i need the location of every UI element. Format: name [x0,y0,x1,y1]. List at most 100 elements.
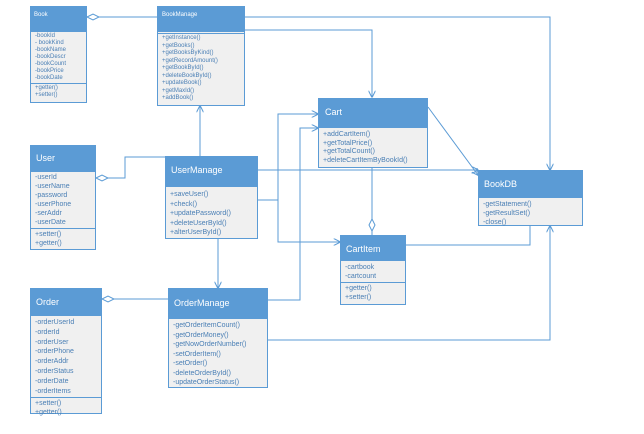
class-order-name: Order [36,297,60,307]
class-order-header: Order [31,289,101,316]
attribute: -orderDate [35,377,69,385]
user-usermanage-aggregation [96,156,165,179]
class-bookdb-header: BookDB [479,171,582,197]
composition-diamond [368,217,376,233]
class-bookmanage-header: BookManage [158,7,244,32]
class-book-methods: +getter() +setter() [31,83,86,100]
attribute: -orderItems [35,387,71,395]
attribute: -bookId [35,33,56,39]
attribute: -cartcount [345,273,377,280]
attribute: -userId [35,174,57,181]
attribute: -orderAddr [35,358,69,366]
method: +getter() [35,240,62,247]
cart-bookdb-dependency [427,106,478,175]
method: +addBook() [162,95,194,101]
ordermanage-bookdb-dependency [268,226,550,341]
class-order-methods: +setter() +getter() [31,397,101,418]
class-bookdb[interactable]: BookDB -getStatement() -getResultSet() -… [478,170,583,226]
method: +setter() [345,294,372,301]
class-cart-methods: +addCartItem() +getTotalPrice() +getTota… [319,127,427,166]
attribute: -orderPhone [35,348,74,356]
class-cartitem[interactable]: CartItem -cartbook -cartcount +getter() … [340,235,406,305]
method: +getMaxId() [162,87,195,94]
method: +getter() [35,409,62,417]
method: +deleteBookById() [162,72,212,79]
attribute: -bookCount [35,61,67,67]
method: +getTotalPrice() [323,139,373,147]
class-book-name: Book [34,12,48,18]
bookmanage-cart-dependency [245,29,372,97]
class-cartitem-attributes: -cartbook -cartcount [341,261,405,282]
aggregation-diamond [85,13,101,21]
method: -updateOrderStatus() [173,379,240,386]
class-bookmanage[interactable]: BookManage +getInstance() +getBooks() +g… [157,6,245,106]
method: -getResultSet() [483,210,531,217]
class-bookdb-methods: -getStatement() -getResultSet() -close() [479,197,582,228]
class-ordermanage[interactable]: OrderManage -getOrderItemCount() -getOrd… [168,288,268,388]
class-cartitem-name: CartItem [346,244,381,254]
class-bookdb-name: BookDB [484,179,518,189]
class-book-attributes: -bookId - bookKind -bookName -bookDescr … [31,32,86,83]
usermanage-cart-dependency [258,114,318,201]
class-cartitem-methods: +getter() +setter() [341,282,405,303]
method: +addCartItem() [323,131,371,138]
method: +check() [170,200,198,208]
aggregation-diamond [100,295,116,303]
attribute: -orderId [35,328,60,336]
class-cart[interactable]: Cart +addCartItem() +getTotalPrice() +ge… [318,98,428,168]
attribute: -bookPrice [35,68,64,74]
method: +getTotalCount() [323,148,375,155]
class-order-attributes: -orderUserId -orderId -orderUser -orderP… [31,316,101,397]
method: +setter() [35,400,62,408]
attribute: -bookName [35,47,67,53]
attribute: -userPhone [35,201,72,208]
usermanage-cartitem-dependency [277,200,340,242]
class-bookmanage-methods: +getInstance() +getBooks() +getBooksByKi… [158,33,244,104]
method: +getBooksByKind() [162,50,214,56]
method: -getOrderMoney() [173,331,229,339]
method: -getNowOrderNumber() [173,341,247,348]
attribute: -userDate [35,219,66,226]
attribute: -serAddr [35,210,62,217]
method: -setOrderItem() [173,350,221,358]
class-cart-header: Cart [319,99,427,127]
method: +getInstance() [162,35,201,41]
method: +saveUser() [170,191,209,198]
class-bookmanage-name: BookManage [162,12,198,18]
class-cartitem-header: CartItem [341,236,405,261]
class-book-header: Book [31,7,86,32]
class-order[interactable]: Order -orderUserId -orderId -orderUser -… [30,288,102,416]
class-usermanage-header: UserManage [166,157,257,186]
bookmanage-bookdb-dependency [245,16,550,170]
attribute: -userName [35,183,70,190]
method: +getBooks() [162,42,195,49]
class-ordermanage-header: OrderManage [169,289,267,318]
method: -deleteOrderById() [173,369,231,377]
method: +getter() [345,285,372,292]
class-usermanage-methods: +saveUser() +check() +updatePassword() +… [166,186,257,239]
ordermanage-cart-dependency [268,128,318,301]
attribute: - bookKind [35,40,64,46]
class-usermanage[interactable]: UserManage +saveUser() +check() +updateP… [165,156,258,239]
method: +deleteUserById() [170,219,227,227]
class-user-attributes: -userId -userName -password -userPhone -… [31,172,95,228]
attribute: -orderUserId [35,319,75,326]
attribute: -orderUser [35,338,69,346]
class-ordermanage-name: OrderManage [174,298,230,308]
method: +setter() [35,231,62,238]
class-user-header: User [31,146,95,172]
method: +getRecordAmount() [162,57,218,64]
method: +getter() [35,85,58,91]
method: -setOrder() [173,360,208,367]
class-ordermanage-methods: -getOrderItemCount() -getOrderMoney() -g… [169,318,267,389]
method: -getOrderItemCount() [173,322,240,329]
class-user[interactable]: User -userId -userName -password -userPh… [30,145,96,250]
method: -getStatement() [483,201,532,208]
attribute: -orderStatus [35,367,74,375]
method: +updatePassword() [170,210,231,217]
method: -close() [483,219,507,226]
class-book[interactable]: Book -bookId - bookKind -bookName -bookD… [30,6,87,103]
method: +getBookById() [162,65,204,71]
class-user-methods: +setter() +getter() [31,228,95,249]
